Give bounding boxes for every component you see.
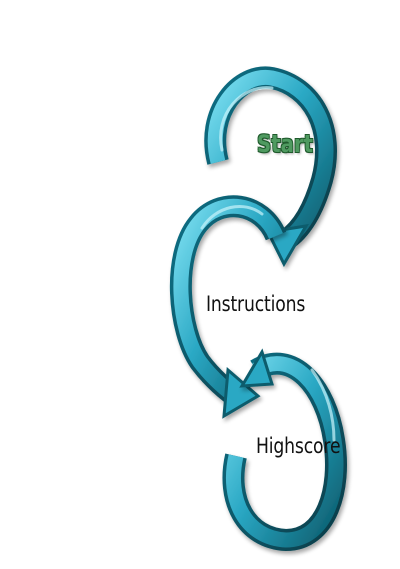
curved-arrow-icon [204,66,337,268]
curved-arrow-icon [169,195,287,419]
curved-arrow-icon [222,348,347,552]
highscore-button[interactable]: Highscore [256,434,341,458]
start-button[interactable]: Start [257,130,313,158]
instructions-button[interactable]: Instructions [206,292,306,316]
